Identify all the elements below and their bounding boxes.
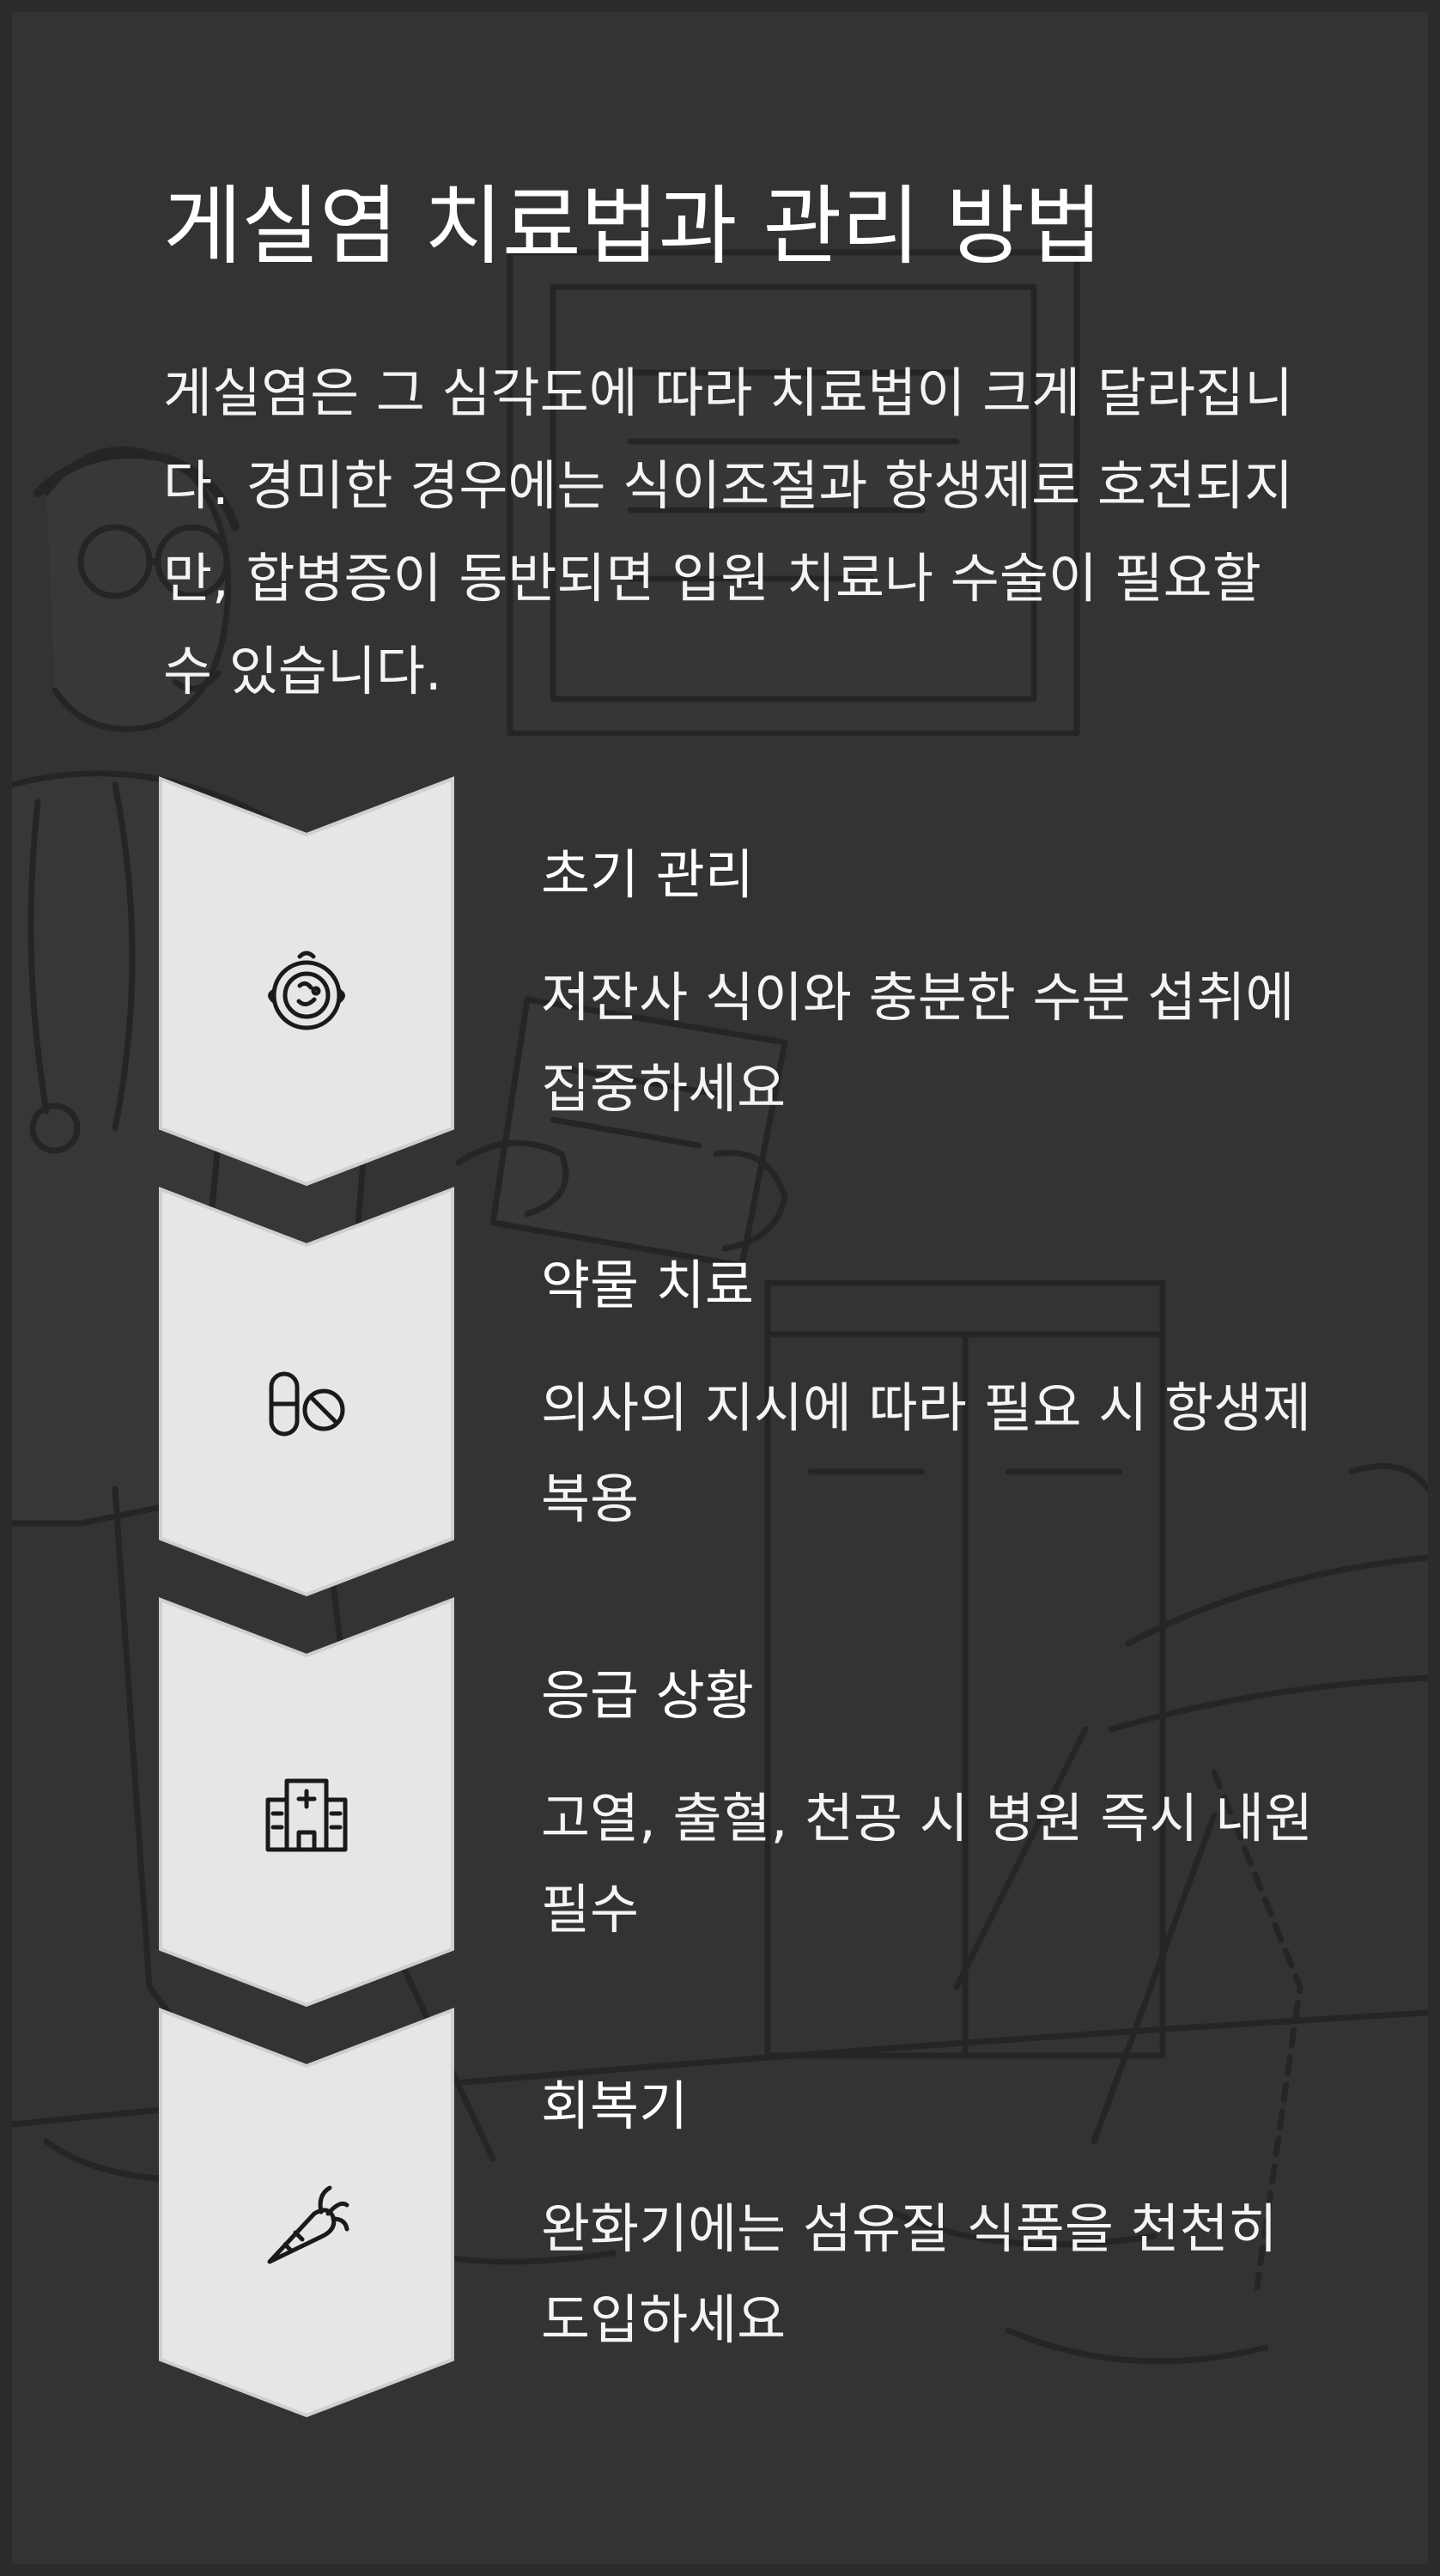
step-item: 초기 관리 저잔사 식이와 충분한 수분 섭취에 집중하세요 <box>12 776 1428 1187</box>
bowl-food-icon <box>268 951 345 1030</box>
step-description: 완화기에는 섬유질 식품을 천천히 도입하세요 <box>541 2197 1278 2351</box>
content-frame: 게실염 치료법과 관리 방법 게실염은 그 심각도에 따라 치료법이 크게 달라… <box>12 12 1428 2564</box>
pill-prohibition-icon <box>269 1371 345 1437</box>
step-title: 응급 상황 <box>541 1664 754 1727</box>
step-description: 저잔사 식이와 충분한 수분 섭취에 집중하세요 <box>541 966 1295 1120</box>
step-description: 고열, 출혈, 천공 시 병원 즉시 내원 필수 <box>541 1787 1314 1941</box>
carrot-icon <box>267 2185 349 2264</box>
step-item: 회복기 완화기에는 섬유질 식품을 천천히 도입하세요 <box>12 2008 1428 2418</box>
intro-paragraph: 게실염은 그 심각도에 따라 치료법이 크게 달라집니다. 경미한 경우에는 식… <box>163 361 1294 702</box>
hospital-icon <box>265 1778 348 1852</box>
page-title: 게실염 치료법과 관리 방법 <box>163 176 1103 276</box>
step-title: 약물 치료 <box>541 1254 754 1316</box>
step-description: 의사의 지시에 따라 필요 시 항생제 복용 <box>541 1376 1312 1530</box>
step-title: 초기 관리 <box>541 843 754 906</box>
chevron-marker <box>159 776 454 1187</box>
step-item: 약물 치료 의사의 지시에 따라 필요 시 항생제 복용 <box>12 1187 1428 1597</box>
chevron-marker <box>159 1187 454 1597</box>
step-title: 회복기 <box>541 2075 689 2137</box>
chevron-marker <box>159 2008 454 2418</box>
step-item: 응급 상황 고열, 출혈, 천공 시 병원 즉시 내원 필수 <box>12 1597 1428 2008</box>
main-content: 게실염 치료법과 관리 방법 게실염은 그 심각도에 따라 치료법이 크게 달라… <box>12 12 1428 2564</box>
